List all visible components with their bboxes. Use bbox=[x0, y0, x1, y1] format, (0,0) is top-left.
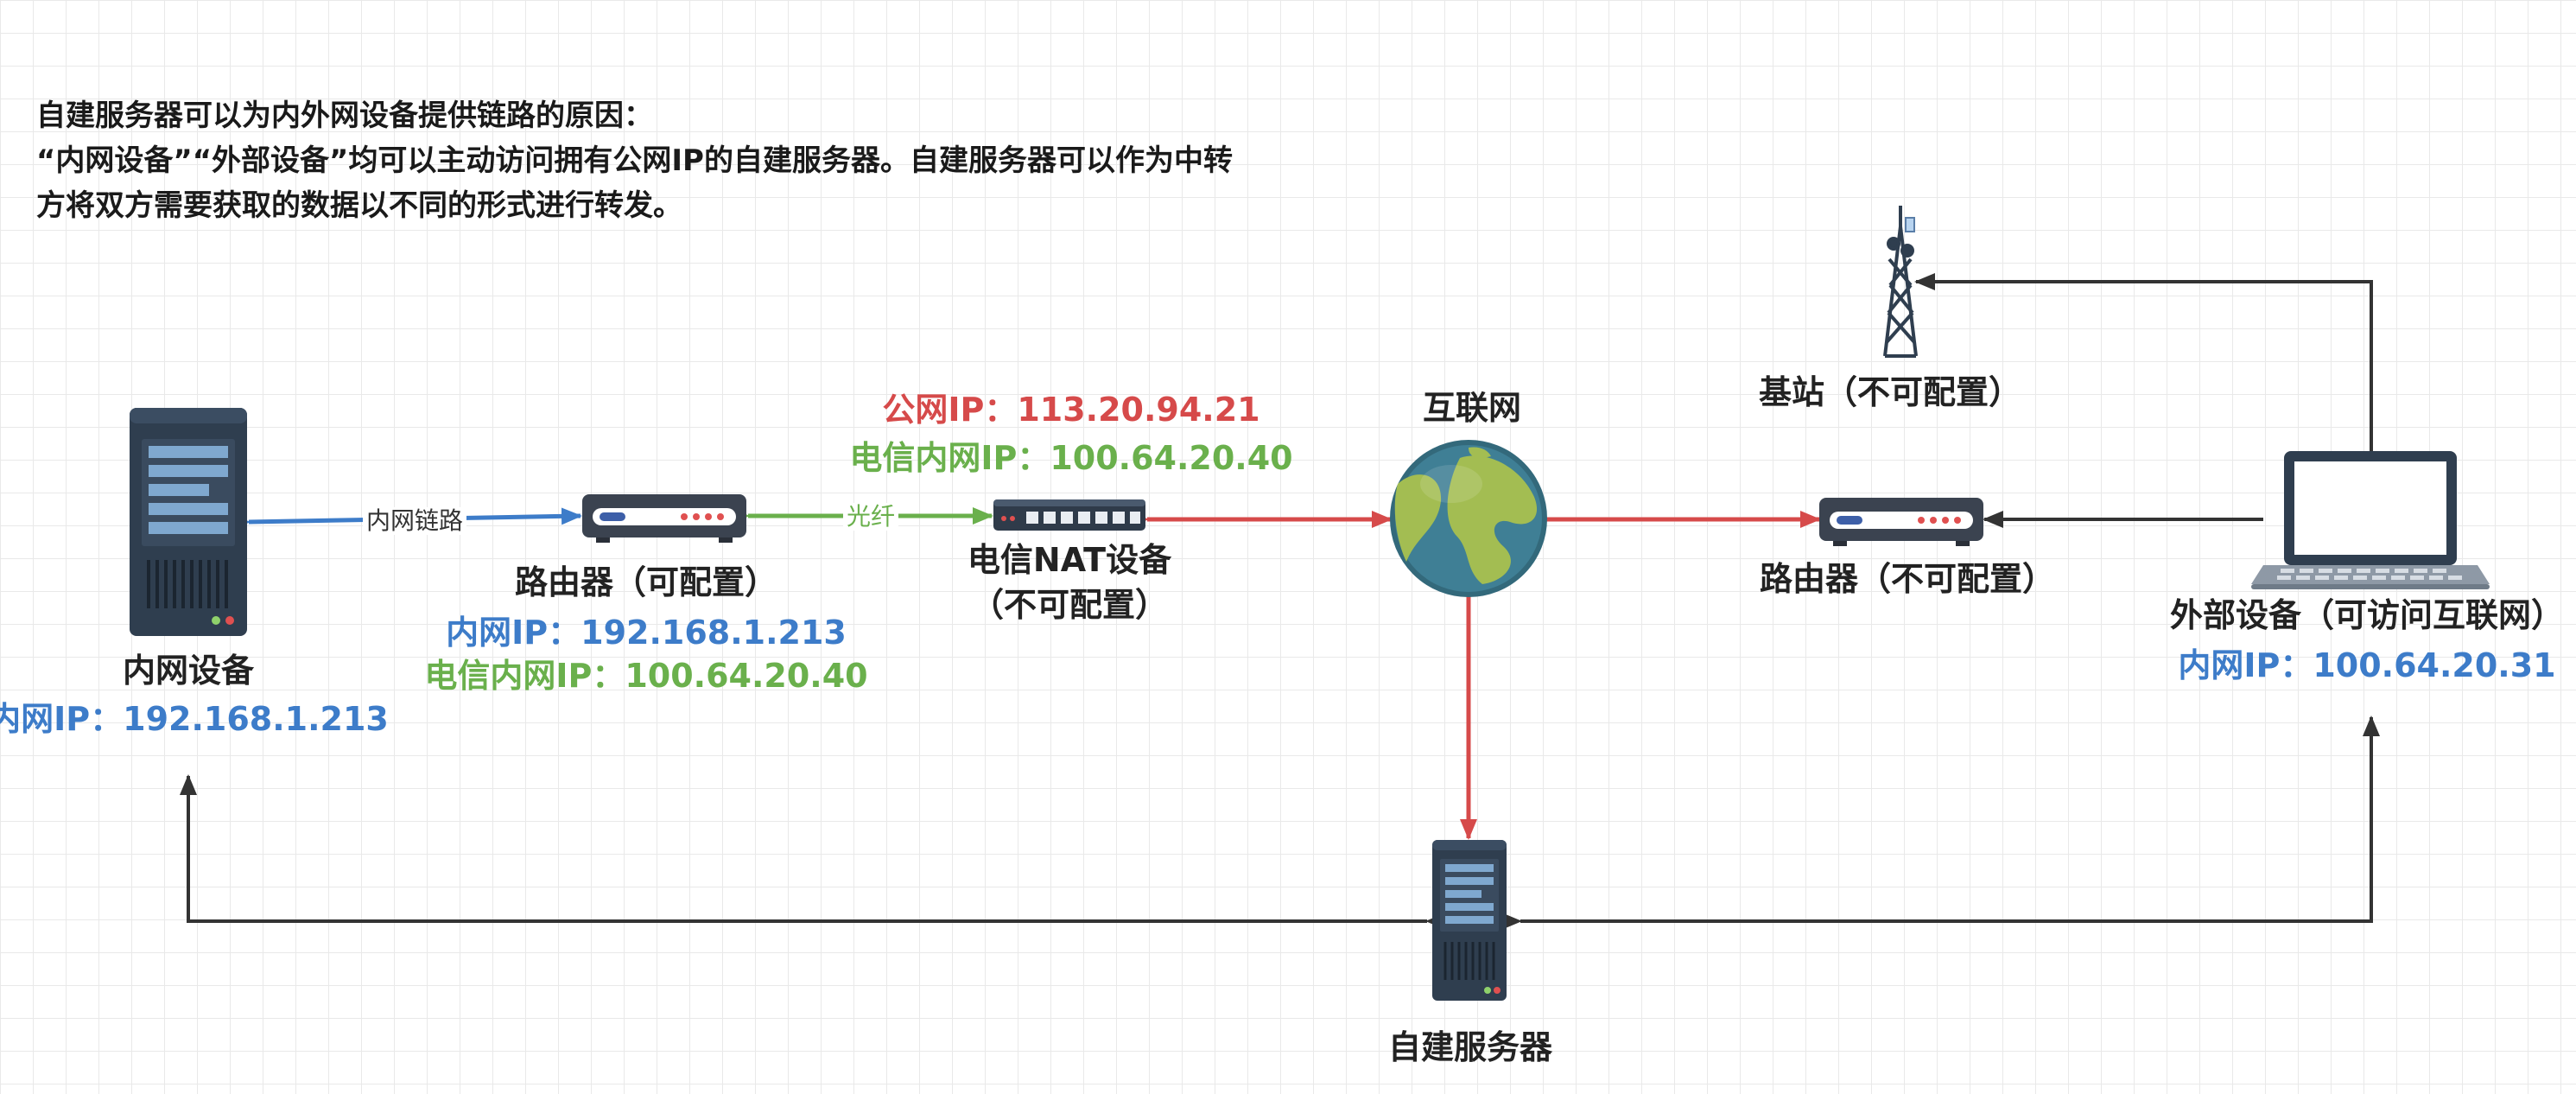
router-not-configurable-name: 路由器（不可配置） bbox=[1759, 560, 2056, 598]
router-configurable-icon bbox=[582, 494, 746, 543]
edge-label-fiber: 光纤 bbox=[842, 503, 899, 531]
internet-globe-icon bbox=[1390, 440, 1547, 597]
router-configurable-lan-ip: 内网IP：192.168.1.213 bbox=[446, 614, 847, 652]
router-configurable-name: 路由器（可配置） bbox=[514, 563, 778, 601]
intro-line-1: 自建服务器可以为内外网设备提供链路的原因： bbox=[36, 99, 653, 133]
nat-telecom-ip: 电信内网IP：100.64.20.40 bbox=[849, 439, 1293, 477]
self-server-icon bbox=[1432, 840, 1507, 1001]
base-station-name: 基站（不可配置） bbox=[1758, 373, 2022, 411]
self-server-name: 自建服务器 bbox=[1387, 1028, 1553, 1066]
router-configurable-telecom-ip: 电信内网IP：100.64.20.40 bbox=[424, 657, 868, 695]
lan-device-ip: 内网IP：192.168.1.213 bbox=[0, 700, 389, 738]
intro-note: 自建服务器可以为内外网设备提供链路的原因： “内网设备”“外部设备”均可以主动访… bbox=[36, 93, 1522, 228]
lan-device-name: 内网设备 bbox=[122, 652, 255, 690]
nat-switch-icon bbox=[993, 499, 1145, 531]
edge-label-lan-link: 内网链路 bbox=[362, 507, 467, 535]
internet-name: 互联网 bbox=[1422, 389, 1522, 427]
edge-self-server-external bbox=[1501, 716, 2380, 930]
external-device-ip: 内网IP：100.64.20.31 bbox=[2178, 646, 2556, 684]
intro-line-3: 方将双方需要获取的数据以不同的形式进行转发。 bbox=[36, 188, 682, 223]
base-station-tower-icon bbox=[1883, 206, 1918, 358]
external-device-laptop-icon bbox=[2251, 451, 2490, 589]
nat-device-note: （不可配置） bbox=[970, 586, 1169, 624]
external-device-name: 外部设备（可访问互联网） bbox=[2169, 596, 2565, 634]
nat-device-name: 电信NAT设备 bbox=[967, 541, 1172, 579]
nat-public-ip: 公网IP：113.20.94.21 bbox=[882, 391, 1260, 429]
edge-laptop-base-station bbox=[1914, 273, 2373, 451]
edge-self-server-lan-device bbox=[180, 774, 1446, 930]
router-not-configurable-icon bbox=[1819, 498, 1983, 546]
edges bbox=[180, 273, 2380, 930]
lan-device-server-icon bbox=[130, 408, 247, 636]
intro-line-2: “内网设备”“外部设备”均可以主动访问拥有公网IP的自建服务器。自建服务器可以作… bbox=[36, 143, 1233, 178]
